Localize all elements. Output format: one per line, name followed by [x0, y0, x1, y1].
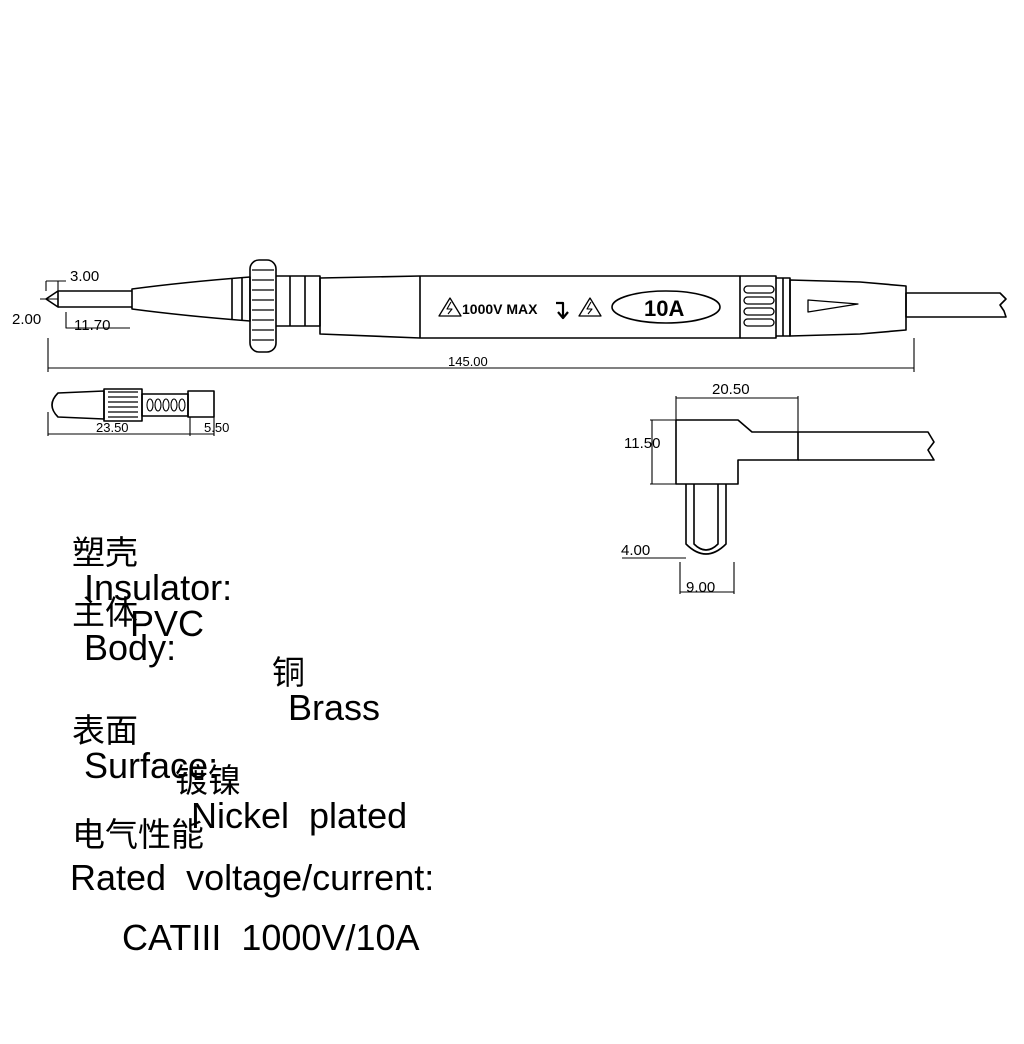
right-angle-plug [622, 396, 935, 594]
dim-pin-diameter: 4.00 [621, 542, 650, 559]
warning-icon-2 [578, 297, 602, 317]
insulator-cn: 塑壳 [72, 533, 139, 572]
probe-cable [905, 292, 1007, 318]
body-cn: 主体 [72, 593, 139, 632]
finger-guard [249, 259, 277, 353]
rated-value: CATIII 1000V/10A [122, 917, 420, 958]
body-label: Body: [84, 627, 177, 668]
arrow-down-icon [556, 301, 569, 320]
current-label: 10A [644, 296, 684, 321]
dim-plug-height: 11.50 [624, 435, 660, 452]
dim-tip-thickness: 2.00 [12, 311, 41, 328]
spec-surface-value: 镀镍 Nickel plated [155, 726, 407, 834]
dim-cap-diameter: 5.50 [204, 420, 229, 435]
dim-tip-width: 3.00 [70, 268, 99, 285]
rated-label: Rated voltage/current: [70, 857, 435, 898]
surface-label: Surface: [84, 745, 219, 786]
warning-icon [438, 297, 462, 317]
dim-plug-width: 20.50 [712, 381, 750, 398]
spec-electrical: 电气性能 [52, 780, 204, 852]
plug-housing [675, 419, 799, 485]
dim-tip-length: 11.70 [74, 317, 110, 334]
spec-insulator: 塑壳 Insulator: PVC [52, 498, 232, 642]
insulator-value: PVC [130, 603, 205, 644]
spec-rated-label: Rated voltage/current: [50, 824, 434, 896]
surface-value-cn: 镀镍 [175, 761, 242, 800]
dim-pin-length: 9.00 [686, 579, 715, 596]
plug-cable [798, 431, 935, 461]
spec-body-value: 铜 Brass [252, 618, 380, 726]
surface-cn: 表面 [72, 711, 139, 750]
cap-nose [51, 390, 105, 420]
body-value: Brass [288, 687, 381, 728]
surface-value: Nickel plated [191, 795, 408, 836]
spec-surface: 表面 Surface: [52, 676, 218, 784]
current-oval [611, 290, 721, 324]
electrical-cn: 电气性能 [72, 815, 205, 854]
spec-body: 主体 Body: [52, 558, 176, 666]
dim-cap-length: 23.50 [96, 420, 129, 435]
dim-total-length: 145.00 [448, 354, 488, 369]
test-probe [40, 259, 1007, 372]
warning-label: 1000V MAX [462, 301, 538, 317]
spec-rated-value: CATIII 1000V/10A [102, 884, 420, 956]
probe-rear-grip [740, 275, 777, 339]
tip-cap [47, 388, 215, 436]
body-value-cn: 铜 [272, 653, 306, 692]
insulator-label: Insulator: [84, 567, 233, 608]
plug-pin [685, 484, 727, 555]
